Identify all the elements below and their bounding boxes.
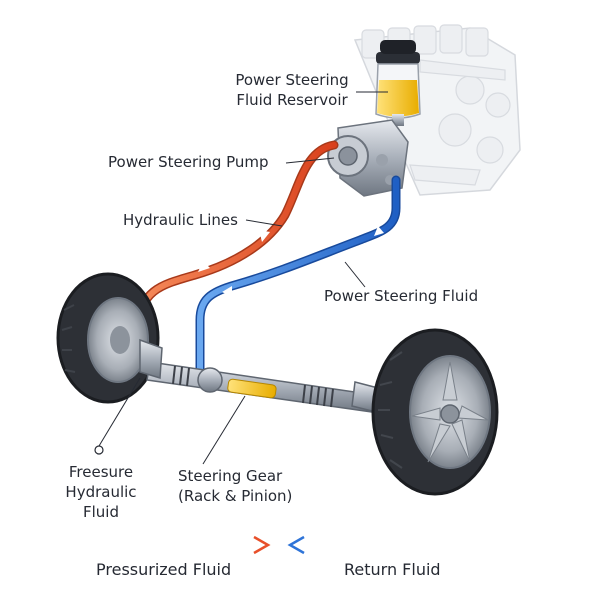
left-wheel [56,272,160,404]
right-wheel [371,328,499,496]
flow-arrow-red [259,230,270,242]
label-reservoir: Power Steering Fluid Reservoir [228,70,356,110]
pressure-pin [94,445,104,455]
leader-lines [98,91,388,465]
flow-arrow-red [198,261,210,272]
label-pump: Power Steering Pump [108,153,269,171]
label-steering-gear: Steering Gear (Rack & Pinion) [178,466,292,506]
flow-arrow-blue [374,226,384,236]
label-pressure-line2: Hydraulic [65,483,137,501]
fluid-reservoir [375,40,421,126]
legend-pressurized-arrow [95,535,271,555]
label-gear-line1: Steering Gear [178,467,283,485]
label-reservoir-line1: Power Steering [235,71,349,89]
pressure-line [133,140,339,350]
legend-pressurized-label: Pressurized Fluid [96,560,232,579]
label-hydraulic-lines: Hydraulic Lines [123,211,238,229]
label-reservoir-line2: Fluid Reservoir [236,91,348,109]
legend-return-label: Return Fluid [344,560,441,579]
steering-rack [139,338,379,413]
label-gear-line2: (Rack & Pinion) [178,487,293,505]
flow-arrow-blue [222,286,232,297]
label-steering-fluid: Power Steering Fluid [324,287,479,305]
label-pressure-line1: Freesure [68,463,134,481]
legend-return-arrow [287,535,468,555]
label-pressure-line3: Fluid [83,503,119,521]
label-pressure-fluid: Freesure Hydraulic Fluid [62,462,140,522]
return-line [195,175,401,385]
